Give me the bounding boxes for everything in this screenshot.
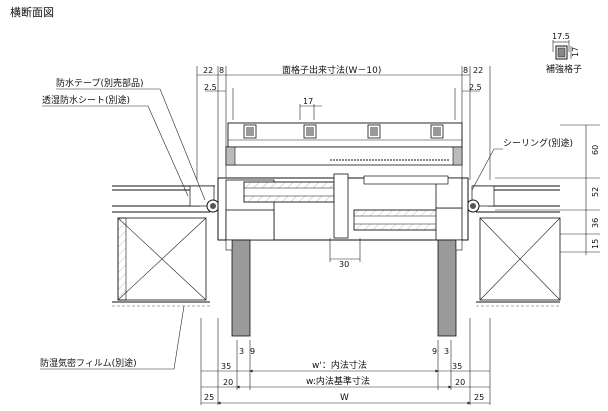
dim-top-right-22: 22: [473, 66, 483, 75]
label-breathable-sheet: 透湿防水シート(別途): [42, 94, 130, 106]
dim-left-25: 25: [204, 393, 214, 402]
dim-left-35: 35: [221, 362, 231, 371]
window-frame: 30: [217, 173, 469, 269]
dim-inner-w-prime: w'：内法寸法: [312, 359, 367, 371]
interior-jambs: [225, 239, 463, 337]
dim-inner-w: w:内法基準寸法: [306, 375, 370, 387]
dim-lattice-outer: 面格子出来寸法(W－10): [282, 64, 381, 76]
dim-offset-left: 2.5: [204, 83, 217, 92]
dim-top-left-22: 22: [203, 66, 213, 75]
reinforcement-lattice-inset: 17.5 17 補強格子: [546, 32, 582, 75]
dim-top-right-8: 8: [463, 66, 468, 75]
dim-right-25: 25: [474, 393, 484, 402]
dim-bottom-right-3: 3: [444, 347, 449, 356]
window-lattice: [225, 122, 463, 166]
dim-right-15: 15: [591, 239, 600, 249]
dim-offset-right: 2.5: [469, 83, 482, 92]
label-waterproof-tape: 防水テープ(別売部品): [56, 77, 143, 89]
wall-left: [112, 185, 220, 307]
top-dimensions: 22 8 8 22 面格子出来寸法(W－10) 2.5 2.5 17 15: [196, 64, 491, 180]
callouts: 防水テープ(別売部品) 透湿防水シート(別途) シーリング(別途) 防湿気密フィ…: [40, 77, 573, 370]
dim-right-20: 20: [455, 378, 465, 387]
dim-right-35: 35: [452, 362, 462, 371]
dim-right-60: 60: [591, 145, 600, 155]
dim-bottom-right-9: 9: [432, 347, 437, 356]
dim-lattice-bar: 17: [303, 97, 313, 106]
dim-sash-gap: 30: [339, 260, 349, 269]
inset-caption: 補強格子: [546, 63, 582, 75]
dim-top-left-8: 8: [219, 66, 224, 75]
wall-right: [466, 185, 561, 307]
page-title: 横断面図: [10, 5, 54, 19]
dim-bottom-left-3: 3: [239, 347, 244, 356]
dim-right-36: 36: [591, 218, 600, 228]
inset-dim-width: 17.5: [552, 32, 570, 41]
dim-overall-w: W: [340, 393, 349, 403]
dim-bottom-left-9: 9: [250, 347, 255, 356]
bottom-dimensions: 3 9 9 3 35 w'：内法寸法 35 20 w:内法基準寸法 20 25 …: [200, 318, 491, 405]
inset-dim-height: 17: [571, 47, 580, 57]
label-sealing: シーリング(別途): [503, 137, 573, 149]
label-vapor-film: 防湿気密フィルム(別途): [40, 357, 137, 369]
dim-left-20: 20: [223, 378, 233, 387]
dim-right-52: 52: [591, 187, 600, 197]
